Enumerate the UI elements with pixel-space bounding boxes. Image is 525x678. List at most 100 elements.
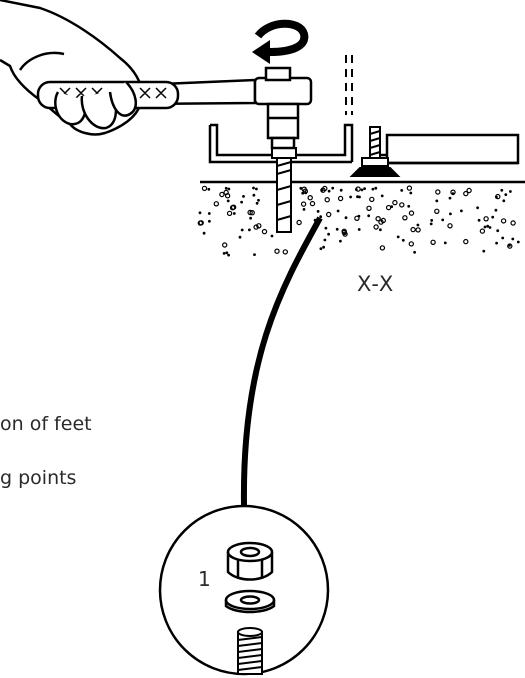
concrete-speck <box>510 220 516 226</box>
concrete-speck <box>385 204 392 211</box>
concrete-speck <box>221 242 228 248</box>
concrete-speck <box>392 199 398 206</box>
concrete-speck <box>223 189 229 196</box>
adjustable-foot <box>349 126 401 177</box>
concrete-speck <box>227 253 231 257</box>
concrete-speck <box>430 218 434 222</box>
concrete-speck <box>261 228 268 235</box>
concrete-speck <box>339 188 343 192</box>
concrete-speck <box>202 231 206 235</box>
callout-number: 1 <box>198 567 211 591</box>
concrete-speck <box>435 189 441 195</box>
concrete-speck <box>226 199 230 203</box>
concrete-speck <box>477 218 481 222</box>
concrete-speck <box>443 241 447 245</box>
concrete-speck <box>319 247 323 251</box>
concrete-speck <box>434 208 440 214</box>
concrete-speck <box>401 238 405 242</box>
concrete-speck <box>448 196 452 200</box>
concrete-speck <box>410 226 416 233</box>
concrete-speck <box>507 243 513 249</box>
caption-feet: on of feet <box>0 413 92 435</box>
concrete-speck <box>415 227 421 233</box>
concrete-speck <box>463 190 469 197</box>
concrete-speck <box>342 231 348 237</box>
concrete-speck <box>504 193 508 197</box>
concrete-speck <box>429 222 433 226</box>
concrete-speck <box>213 201 219 207</box>
rotate-arrow-icon <box>252 19 309 64</box>
concrete-speck <box>320 188 324 192</box>
concrete-speck <box>326 211 332 218</box>
concrete-speckles <box>197 185 520 257</box>
concrete-speck <box>316 209 320 213</box>
anchor-bolt <box>271 139 297 233</box>
concrete-speck <box>296 219 302 226</box>
concrete-speck <box>360 188 364 192</box>
concrete-speck <box>511 237 515 241</box>
concrete-speck <box>240 200 244 204</box>
concrete-speck <box>336 209 340 213</box>
concrete-speck <box>327 189 331 193</box>
concrete-speck <box>226 210 233 217</box>
concrete-speck <box>378 219 384 225</box>
concrete-speck <box>344 216 348 220</box>
concrete-speck <box>341 228 347 234</box>
concrete-speck <box>516 240 520 244</box>
concrete-speck <box>408 210 415 216</box>
concrete-speck <box>323 238 327 242</box>
concrete-speck <box>466 187 472 194</box>
concrete-speck <box>435 199 439 203</box>
hand-icon <box>0 0 180 136</box>
concrete-speck <box>488 226 492 229</box>
concrete-speck <box>483 225 487 229</box>
concrete-speck <box>324 196 330 203</box>
concrete-speck <box>430 239 436 245</box>
concrete-speck <box>408 241 414 247</box>
section-label: X-X <box>357 272 395 296</box>
leader-line <box>240 216 323 506</box>
concrete-speck <box>407 204 411 208</box>
concrete-speck <box>375 215 381 222</box>
concrete-speck <box>252 193 256 197</box>
concrete-speck <box>495 241 499 245</box>
concrete-speck <box>322 245 326 249</box>
section-line <box>345 55 353 115</box>
concrete-speck <box>463 238 469 245</box>
concrete-speck <box>459 209 463 213</box>
concrete-speck <box>379 245 386 251</box>
concrete-speck <box>447 223 453 229</box>
nut-icon <box>226 541 274 581</box>
concrete-speck <box>198 211 202 215</box>
concrete-speck <box>400 188 404 192</box>
concrete-speck <box>242 194 245 198</box>
concrete-speck <box>256 223 262 229</box>
concrete-speck <box>309 200 316 207</box>
caption-points: g points <box>0 467 77 489</box>
concrete-speck <box>319 215 323 219</box>
concrete-speck <box>270 234 274 238</box>
washer-icon <box>224 589 276 614</box>
concrete-speck <box>257 198 260 202</box>
concrete-speck <box>222 251 226 255</box>
concrete-speck <box>367 214 371 218</box>
concrete-speck <box>448 212 452 216</box>
concrete-speck <box>374 186 378 190</box>
concrete-speck <box>255 201 259 205</box>
concrete-speck <box>369 196 375 203</box>
concrete-speck <box>302 188 308 194</box>
concrete-speck <box>354 188 358 191</box>
concrete-speck <box>371 187 375 191</box>
concrete-speck <box>247 209 253 216</box>
concrete-speck <box>337 195 344 202</box>
concrete-speck <box>225 251 229 255</box>
base-frame <box>208 123 520 165</box>
concrete-speck <box>354 215 360 221</box>
concrete-speck <box>282 249 288 255</box>
concrete-speck <box>416 223 420 227</box>
concrete-speck <box>399 202 405 208</box>
concrete-speck <box>373 224 379 230</box>
concrete-speck <box>479 228 486 234</box>
concrete-speck <box>253 224 259 230</box>
